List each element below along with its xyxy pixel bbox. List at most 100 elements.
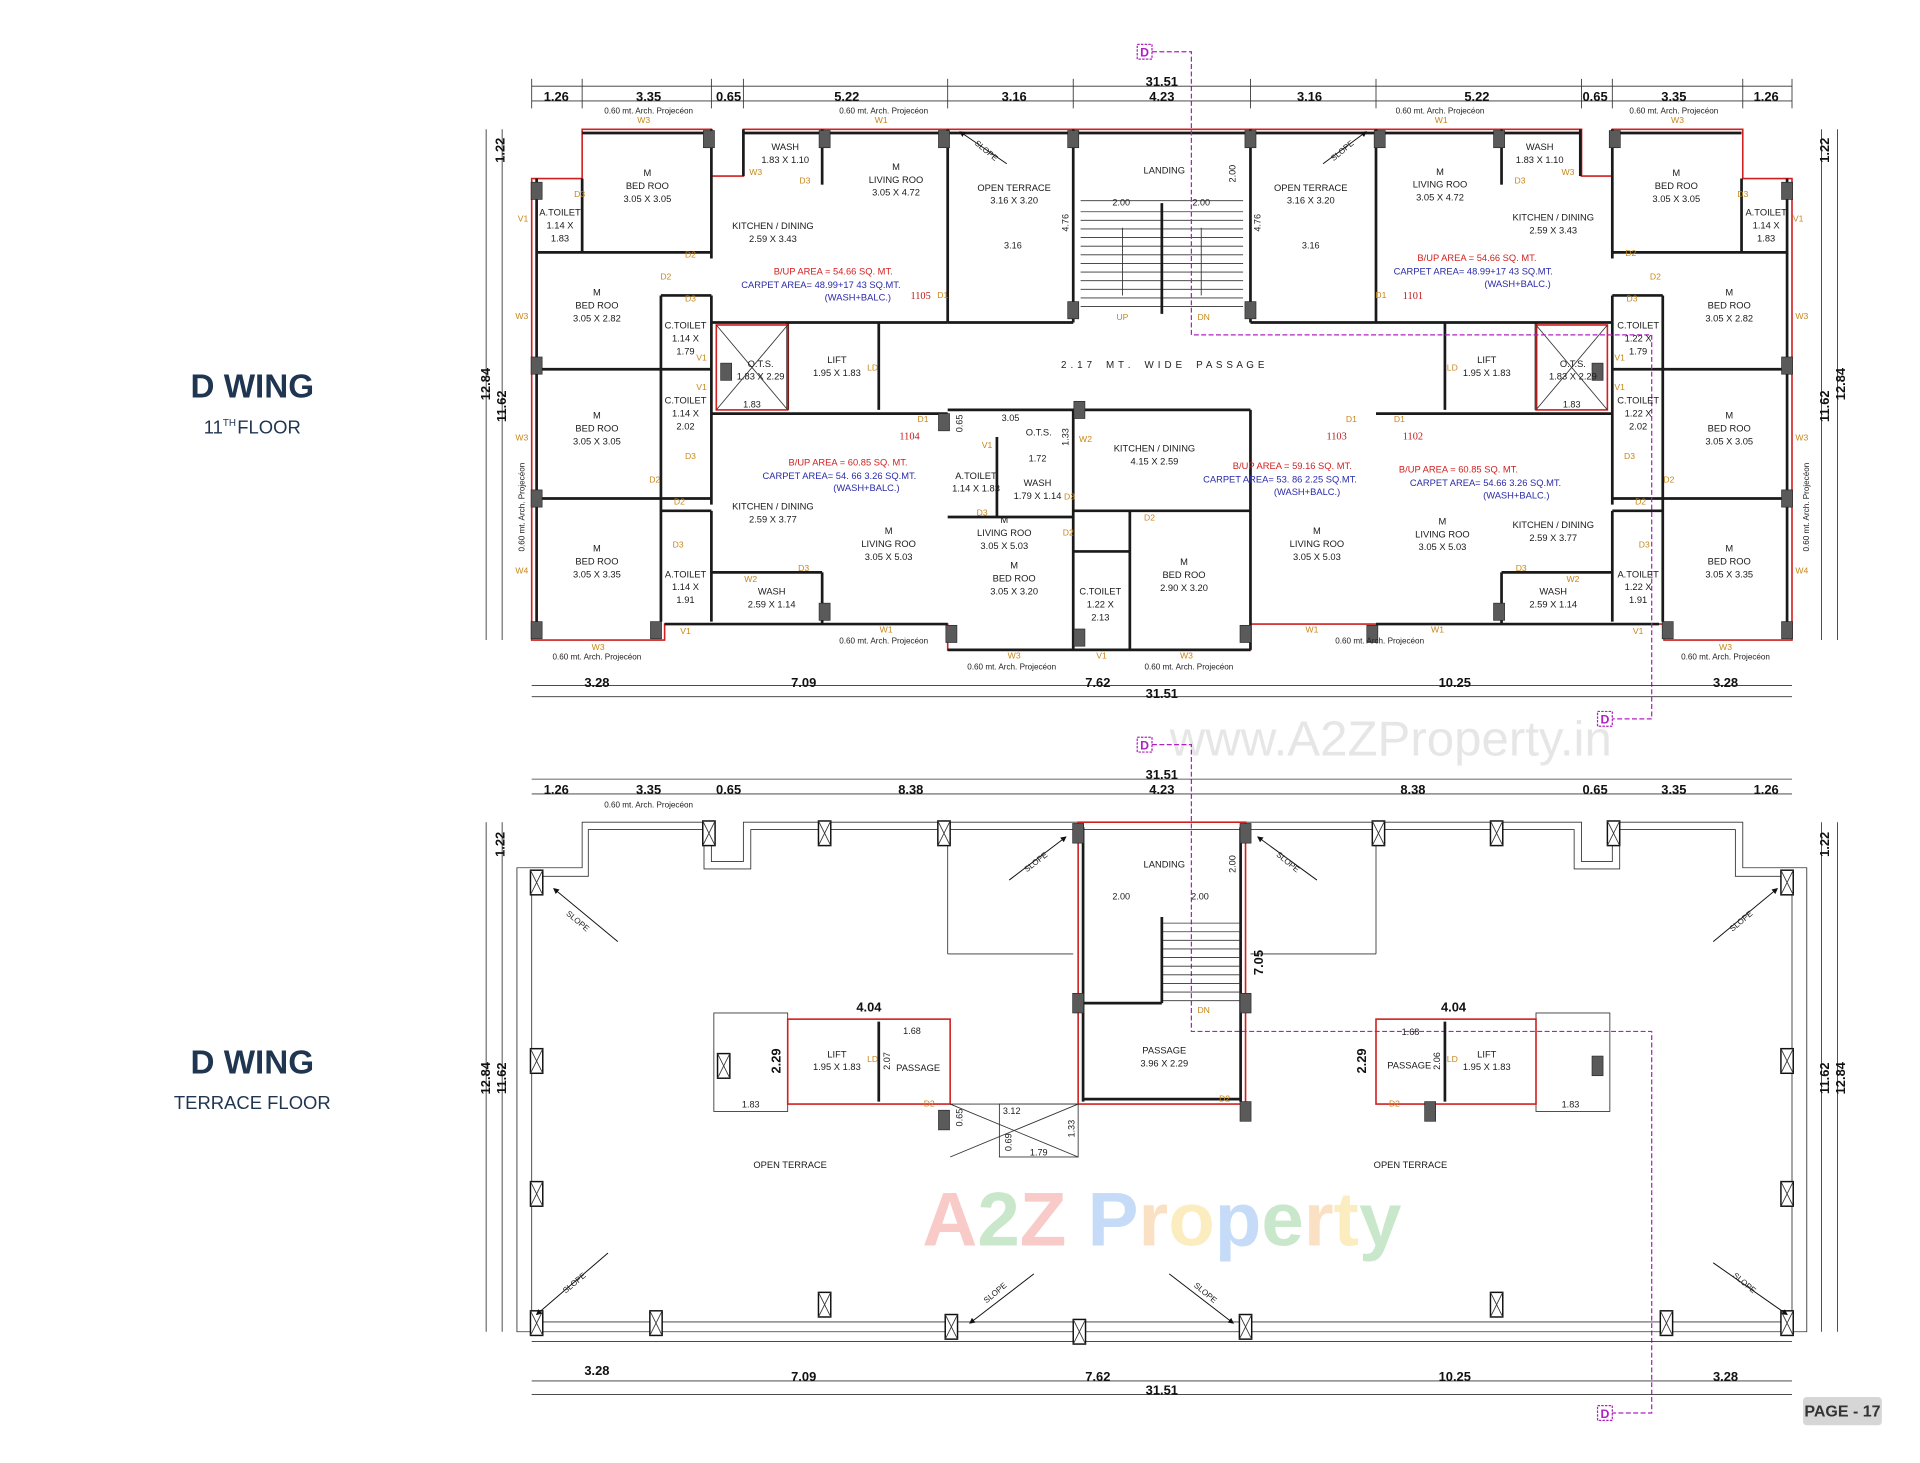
door-window-tag: W4 [515, 566, 528, 576]
dimension-bottom: 7.62 [1085, 1369, 1110, 1384]
column [818, 130, 831, 149]
door-window-tag: D3 [798, 563, 809, 573]
room-label: 1.79 [1629, 347, 1647, 357]
column [530, 356, 543, 375]
column [530, 489, 543, 508]
door-window-tag: W2 [1566, 574, 1579, 584]
column-x-mark [818, 820, 832, 846]
door-window-tag: D2 [1063, 527, 1074, 537]
dimension-top: 1.26 [544, 89, 569, 104]
door-window-tag: W2 [1079, 434, 1092, 444]
watermark-logo-text: A2Z Property [922, 1178, 1402, 1263]
room-label: 1.22 X [1087, 599, 1115, 609]
door-window-tag: D2 [649, 475, 660, 485]
room-label: WASH [1526, 142, 1554, 152]
minor-dimension: 1.79 [1030, 1148, 1048, 1158]
projection-label: 0.60 mt. Arch. Projecéon [967, 663, 1056, 672]
column [720, 362, 732, 381]
room-label: 2.59 X 3.43 [749, 234, 797, 244]
room-label: LIVING ROO [977, 528, 1032, 538]
room-label: 3.05 X 4.72 [1416, 193, 1464, 203]
room-label: M [593, 287, 601, 297]
door-window-tag: LD [867, 1054, 878, 1064]
column-x-mark [530, 1181, 544, 1207]
dimension-vertical: 1.22 [493, 138, 508, 163]
page-label-text: PAGE - 17 [1804, 1404, 1880, 1421]
room-label: 1.14 X [672, 582, 700, 592]
room-label: 2.02 [676, 422, 694, 432]
dimension-bottom: 10.25 [1439, 675, 1471, 690]
room-label: BED ROO [1708, 556, 1751, 566]
room-label: 1.22 X [1625, 409, 1653, 419]
dimension-vertical: 12.84 [1833, 367, 1848, 400]
door-window-tag: D2 [674, 497, 685, 507]
floor-number: 11 [204, 416, 223, 437]
door-window-tag: V1 [680, 626, 691, 636]
projection-label: 0.60 mt. Arch. Projecéon [1681, 653, 1770, 662]
room-label: 3.05 X 5.03 [1293, 552, 1341, 562]
slope-arrow [1712, 1262, 1788, 1316]
floor-superscript: TH [223, 418, 236, 429]
dimension-top: 0.65 [1583, 782, 1608, 797]
dimension-vertical: 12.84 [478, 1061, 493, 1094]
floor-word: FLOOR [237, 416, 301, 437]
room-label: A.TOILET [539, 207, 581, 217]
dimension-vertical: 1.22 [1817, 832, 1832, 857]
minor-dimension: 1.83 [743, 399, 761, 409]
door-window-tag: DN [1197, 1005, 1209, 1015]
room-label: 3.05 X 3.35 [573, 569, 621, 579]
watermark-url-text: www.A2ZProperty.in [1169, 712, 1612, 767]
area-note: (WASH+BALC.) [1484, 279, 1550, 289]
minor-dimension: 1.83 [1563, 399, 1581, 409]
minor-dimension: 3.16 [1302, 241, 1320, 251]
room-label: M [1000, 515, 1008, 525]
projection-label: 0.60 mt. Arch. Projecéon [1145, 663, 1234, 672]
room-label: M [1436, 167, 1444, 177]
room-label: M [1313, 526, 1321, 536]
unit-number: 1103 [1326, 431, 1346, 442]
built-up-area: B/UP AREA = 60.85 SQ. MT. [788, 457, 907, 467]
section-marker-box [1136, 736, 1153, 753]
room-label: C.TOILET [665, 321, 707, 331]
door-window-tag: D2 [1144, 513, 1155, 523]
column [530, 181, 543, 200]
unit-number: 1101 [1403, 291, 1423, 302]
dimension-bottom: 3.28 [584, 1363, 609, 1378]
built-up-area: B/UP AREA = 59.16 SQ. MT. [1233, 461, 1352, 471]
column-x-mark [1238, 1314, 1253, 1340]
dimension-top: 3.35 [1661, 89, 1686, 104]
minor-dimension: 1.83 [742, 1100, 760, 1110]
room-label: C.TOILET [1617, 321, 1659, 331]
logo-letter: o [1168, 1178, 1215, 1263]
room-label: M [1725, 287, 1733, 297]
minor-dimension: 1.68 [903, 1026, 921, 1036]
logo-letter: A [922, 1178, 977, 1263]
section-marker: D [1140, 739, 1149, 753]
projection-label: 0.60 mt. Arch. Projecéon [1335, 637, 1424, 646]
room-label: OPEN TERRACE [1374, 1160, 1448, 1170]
title-11th-floor: D WING 11THFLOOR [190, 369, 314, 438]
dimension-top: 4.23 [1149, 782, 1174, 797]
door-window-tag: W3 [749, 167, 762, 177]
door-window-tag: W3 [1795, 433, 1808, 443]
door-window-tag: W2 [744, 574, 757, 584]
room-label: WASH [758, 587, 786, 597]
door-window-tag: D2 [1663, 475, 1674, 485]
minor-dimension: 0.65 [954, 1109, 964, 1127]
section-line [1152, 51, 1653, 720]
area-note: (WASH+BALC.) [825, 292, 891, 302]
door-window-tag: W3 [515, 433, 528, 443]
room-label: 1.95 X 1.83 [813, 368, 861, 378]
dimension-bottom: 10.25 [1439, 1369, 1471, 1384]
room-label: 3.16 X 3.20 [1287, 196, 1335, 206]
column [938, 1109, 950, 1131]
overall-dimension: 31.51 [1146, 767, 1178, 782]
room-label: 1.14 X 1.83 [952, 484, 1000, 494]
room-label: 3.05 X 2.82 [573, 313, 621, 323]
unit-number: 1102 [1403, 431, 1423, 442]
door-window-tag: D3 [1624, 451, 1635, 461]
room-label: C.TOILET [1079, 587, 1121, 597]
column [818, 602, 831, 621]
room-label: 1.79 [676, 347, 694, 357]
dimension-top: 0.65 [1583, 89, 1608, 104]
